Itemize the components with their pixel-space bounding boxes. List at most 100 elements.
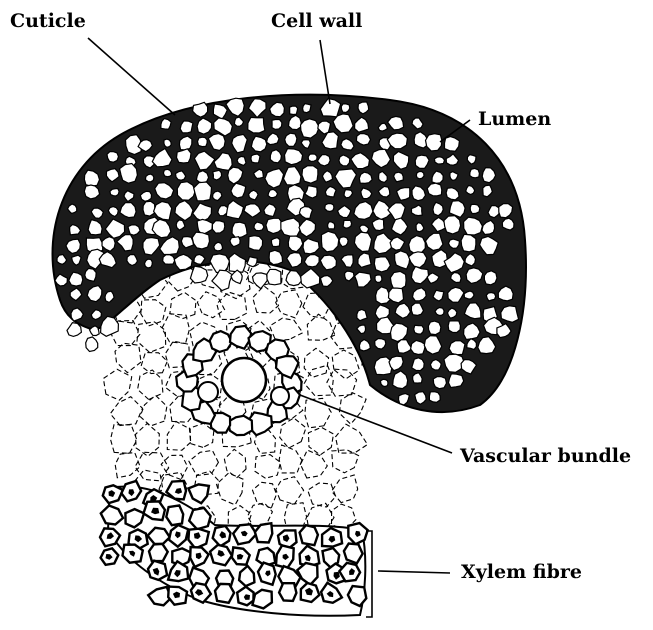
sclerenchyma-cell-lumen <box>213 170 222 180</box>
xylem-fibre-bracket <box>366 531 372 617</box>
sclerenchyma-cell-lumen <box>427 183 442 196</box>
sclerenchyma-cell-lumen <box>248 117 265 133</box>
ground-cell <box>253 482 277 508</box>
sclerenchyma-cell-lumen <box>433 377 446 389</box>
xylem-cell <box>300 525 318 545</box>
ground-cell <box>332 475 358 503</box>
small-vessel <box>198 382 218 402</box>
bundle-sheath-cell <box>228 416 252 435</box>
sclerenchyma-cell-lumen <box>67 323 81 337</box>
ground-cell <box>141 353 167 374</box>
ground-cell <box>161 455 187 479</box>
sclerenchyma-cell-lumen <box>448 321 460 333</box>
sclerenchyma-cell-lumen <box>449 374 464 388</box>
xylem-cell <box>149 544 168 561</box>
sclerenchyma-cell-lumen <box>232 222 247 238</box>
sclerenchyma-cell-lumen <box>381 379 389 386</box>
sclerenchyma-cell-lumen <box>214 242 223 251</box>
xylem-cell <box>279 583 296 601</box>
xylem-vessel <box>222 358 266 402</box>
sclerenchyma-cell-lumen <box>302 166 318 184</box>
sclerenchyma-cell-lumen <box>290 106 298 114</box>
ground-cell <box>135 452 169 480</box>
sclerenchyma-cell-lumen <box>285 149 303 165</box>
sclerenchyma-cell-lumen <box>120 164 138 184</box>
sclerenchyma-cell-lumen <box>328 222 335 229</box>
sclerenchyma-cell-lumen <box>145 259 153 268</box>
sclerenchyma-cell-lumen <box>270 150 281 163</box>
sclerenchyma-cell-lumen <box>390 271 406 289</box>
sclerenchyma-cell-lumen <box>231 270 242 284</box>
xylem-fibre-label: Xylem fibre <box>461 563 582 582</box>
ground-cell <box>103 369 131 400</box>
sclerenchyma-cell-lumen <box>325 204 334 212</box>
sclerenchyma-cell-lumen <box>269 250 283 264</box>
sclerenchyma-cell-lumen <box>249 236 263 251</box>
sclerenchyma-cell-lumen <box>198 137 208 146</box>
sclerenchyma-cell-lumen <box>247 257 257 267</box>
sclerenchyma-cell-lumen <box>163 169 171 176</box>
ground-cell <box>308 483 336 507</box>
cuticle-label: Cuticle <box>10 12 86 31</box>
sclerenchyma-cell-lumen <box>430 360 441 371</box>
ground-cell <box>255 455 281 479</box>
sclerenchyma-cell-lumen <box>253 273 268 289</box>
sclerenchyma-cell-lumen <box>486 293 495 301</box>
ground-cell <box>141 300 166 326</box>
sclerenchyma-cell-lumen <box>444 216 461 234</box>
sclerenchyma-cell-lumen <box>416 171 424 178</box>
sclerenchyma-cell-lumen <box>281 218 301 236</box>
sclerenchyma-cell-lumen <box>501 306 519 323</box>
ground-cell <box>279 445 302 473</box>
ground-cell <box>276 290 302 318</box>
ground-cell <box>167 422 190 451</box>
ground-cell <box>217 292 247 319</box>
ground-cell <box>308 427 333 455</box>
sclerenchyma-cell-lumen <box>145 174 154 182</box>
sclerenchyma-cell-lumen <box>268 189 278 197</box>
ground-cell <box>110 397 142 426</box>
sclerenchyma-cell-lumen <box>196 171 208 183</box>
ground-cell <box>280 418 306 448</box>
sclerenchyma-cell-lumen <box>428 321 441 335</box>
sclerenchyma-cell-lumen <box>194 182 212 201</box>
ground-cell <box>189 450 219 475</box>
small-vessel <box>271 387 289 405</box>
sclerenchyma-cell-lumen <box>449 341 465 355</box>
vascular-bundle-label: Vascular bundle <box>460 447 631 466</box>
sclerenchyma-cell-lumen <box>249 190 259 200</box>
sclerenchyma-cell-lumen <box>470 168 480 177</box>
sclerenchyma-cell-lumen <box>484 271 497 285</box>
sclerenchyma-cell-lumen <box>409 236 426 255</box>
ground-cell <box>138 370 163 400</box>
sclerenchyma-cell-lumen <box>411 340 426 354</box>
sclerenchyma-cell-lumen <box>267 269 281 285</box>
ground-cell <box>115 343 141 372</box>
ground-cell <box>301 450 328 478</box>
ground-cell <box>305 398 331 428</box>
sclerenchyma-cell-lumen <box>164 139 171 147</box>
sclerenchyma-cell-lumen <box>285 133 297 146</box>
sclerenchyma-cell-lumen <box>449 239 460 248</box>
ground-cell <box>304 365 333 396</box>
sclerenchyma-cell-lumen <box>212 221 224 233</box>
sclerenchyma-cell-lumen <box>161 119 171 130</box>
sclerenchyma-cell-lumen <box>180 121 193 133</box>
ground-cell <box>111 425 137 454</box>
sclerenchyma-cell-lumen <box>375 339 386 350</box>
bundle-sheath-cell <box>210 331 232 352</box>
sclerenchyma-cell-lumen <box>107 152 119 163</box>
ground-cell <box>332 350 359 379</box>
sclerenchyma-cell-lumen <box>143 201 155 216</box>
sclerenchyma-cell-lumen <box>426 134 442 151</box>
sclerenchyma-cell-lumen <box>341 104 350 113</box>
ground-cell <box>197 292 224 318</box>
sclerenchyma-cell-lumen <box>177 182 195 201</box>
sclerenchyma-cell-lumen <box>394 172 404 182</box>
lumen-label: Lumen <box>478 110 551 129</box>
sclerenchyma-cell-lumen <box>414 325 424 334</box>
sclerenchyma-cell-lumen <box>461 234 476 252</box>
ground-cell <box>270 318 303 341</box>
cuticle-leader-line <box>88 38 175 115</box>
